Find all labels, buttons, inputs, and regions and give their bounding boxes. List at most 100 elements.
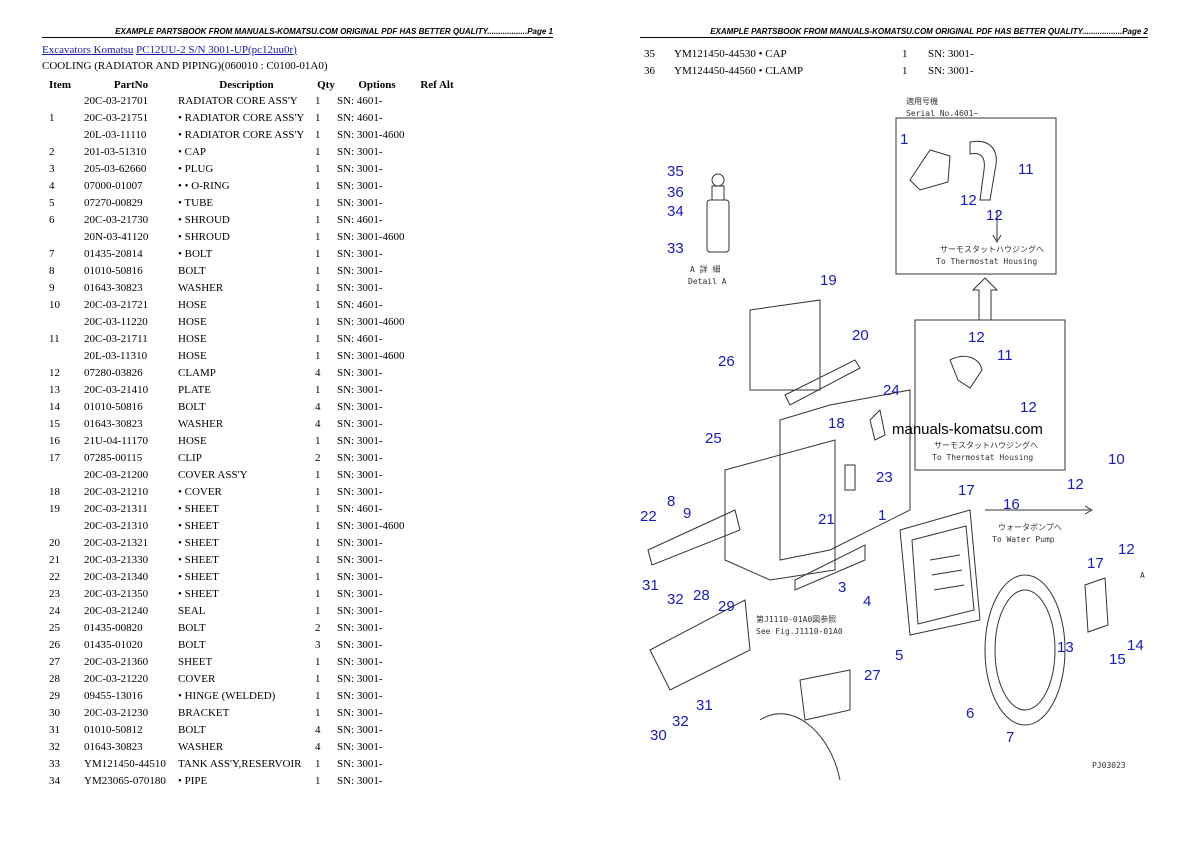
part-number: 201-03-51310	[84, 146, 147, 158]
callout-20: 20	[852, 327, 869, 344]
part-number: 20C-03-21730	[84, 214, 149, 226]
serial-options: SN: 3001-	[337, 469, 383, 481]
parts-table: Item PartNo Description Qty Options Ref …	[42, 76, 457, 790]
item-number: 1	[49, 112, 55, 124]
serial-options: SN: 3001-	[337, 656, 383, 668]
part-quantity: 1	[315, 486, 321, 498]
serial-options: SN: 4601-	[337, 95, 383, 107]
serial-options: SN: 3001-4600	[337, 231, 405, 243]
serial-options: SN: 3001-	[928, 48, 974, 60]
item-number: 31	[49, 724, 60, 736]
part-number: 07280-03826	[84, 367, 143, 379]
callout-23: 23	[876, 469, 893, 486]
callout-12: 12	[1118, 541, 1135, 558]
part-quantity: 1	[315, 112, 321, 124]
item-number: 25	[49, 622, 60, 634]
serial-options: SN: 3001-	[337, 571, 383, 583]
see-fig: See Fig.J1110-01A0	[756, 627, 843, 636]
part-number: 20C-03-21410	[84, 384, 149, 396]
serial-options: SN: 3001-4600	[337, 520, 405, 532]
part-quantity: 1	[315, 146, 321, 158]
part-quantity: 1	[315, 333, 321, 345]
breadcrumb-category-link[interactable]: Excavators Komatsu	[42, 44, 134, 56]
part-number: 01010-50816	[84, 401, 143, 413]
part-number: 01010-50812	[84, 724, 143, 736]
part-number: YM124450-44560 • CLAMP	[674, 63, 902, 80]
serial-options: SN: 4601-	[337, 112, 383, 124]
section-title: COOLING (RADIATOR AND PIPING)(060010 : C…	[42, 60, 328, 72]
item-number: 6	[49, 214, 55, 226]
callout-31: 31	[696, 697, 713, 714]
part-description: CLIP	[178, 452, 202, 464]
part-number: 20L-03-11310	[84, 350, 148, 362]
item-number: 8	[49, 265, 55, 277]
part-quantity: 1	[315, 758, 321, 770]
part-number: YM124450-44560	[674, 65, 756, 77]
part-quantity: 1	[315, 265, 321, 277]
callout-22: 22	[640, 508, 657, 525]
item-number: 29	[49, 690, 60, 702]
part-quantity: 4	[315, 401, 321, 413]
breadcrumb-model-link[interactable]: PC12UU-2 S/N 3001-UP(pc12uu0r)	[136, 44, 297, 56]
callout-11: 11	[997, 347, 1013, 364]
part-quantity: 4	[315, 418, 321, 430]
serial-options: SN: 3001-	[337, 146, 383, 158]
callout-1: 1	[878, 507, 886, 524]
part-description: BOLT	[178, 639, 206, 651]
part-quantity: 1	[315, 231, 321, 243]
part-description: BOLT	[178, 401, 206, 413]
serial-options: SN: 3001-4600	[337, 129, 405, 141]
part-number: 20C-03-21701	[84, 95, 149, 107]
part-quantity: 1	[315, 775, 321, 787]
part-quantity: 1	[902, 65, 908, 77]
to-thermostat: To Thermostat Housing	[936, 257, 1037, 266]
callout-32: 32	[672, 713, 689, 730]
item-number: 3	[49, 163, 55, 175]
serial-options: SN: 3001-	[337, 554, 383, 566]
part-description: RADIATOR CORE ASS'Y	[178, 95, 298, 107]
part-description: • RADIATOR CORE ASS'Y	[178, 112, 305, 124]
part-quantity: 3	[315, 639, 321, 651]
callout-13: 13	[1057, 639, 1074, 656]
part-quantity: 1	[315, 656, 321, 668]
part-description: BOLT	[178, 724, 206, 736]
part-description: • BOLT	[178, 248, 213, 260]
part-quantity: 1	[315, 163, 321, 175]
detail-a-jp: A 詳 細	[690, 264, 720, 274]
serial-options: SN: 4601-	[337, 299, 383, 311]
part-number: 01435-00820	[84, 622, 143, 634]
callout-32: 32	[667, 591, 684, 608]
part-number: 20C-03-21230	[84, 707, 149, 719]
serial-options: SN: 3001-	[337, 775, 383, 787]
view-a-label: A	[1140, 571, 1145, 580]
to-water-pump: To Water Pump	[992, 535, 1055, 544]
part-quantity: 1	[315, 707, 321, 719]
item-number	[42, 314, 84, 331]
part-quantity: 1	[315, 435, 321, 447]
part-number: 01435-20814	[84, 248, 143, 260]
item-number: 11	[49, 333, 60, 345]
see-fig-jp: 第J1110-01A0図参照	[756, 614, 836, 624]
serial-options: SN: 3001-4600	[337, 350, 405, 362]
part-description: • HINGE (WELDED)	[178, 690, 276, 702]
page-header: EXAMPLE PARTSBOOK FROM MANUALS-KOMATSU.C…	[640, 27, 1148, 38]
part-number: 20C-03-21340	[84, 571, 149, 583]
to-thermostat: To Thermostat Housing	[932, 453, 1033, 462]
serial-options: SN: 3001-	[337, 265, 383, 277]
part-number: YM121450-44510	[84, 758, 166, 770]
serial-options: SN: 4601-	[337, 503, 383, 515]
part-description: • SHEET	[178, 554, 219, 566]
part-number: 07000-01007	[84, 180, 143, 192]
